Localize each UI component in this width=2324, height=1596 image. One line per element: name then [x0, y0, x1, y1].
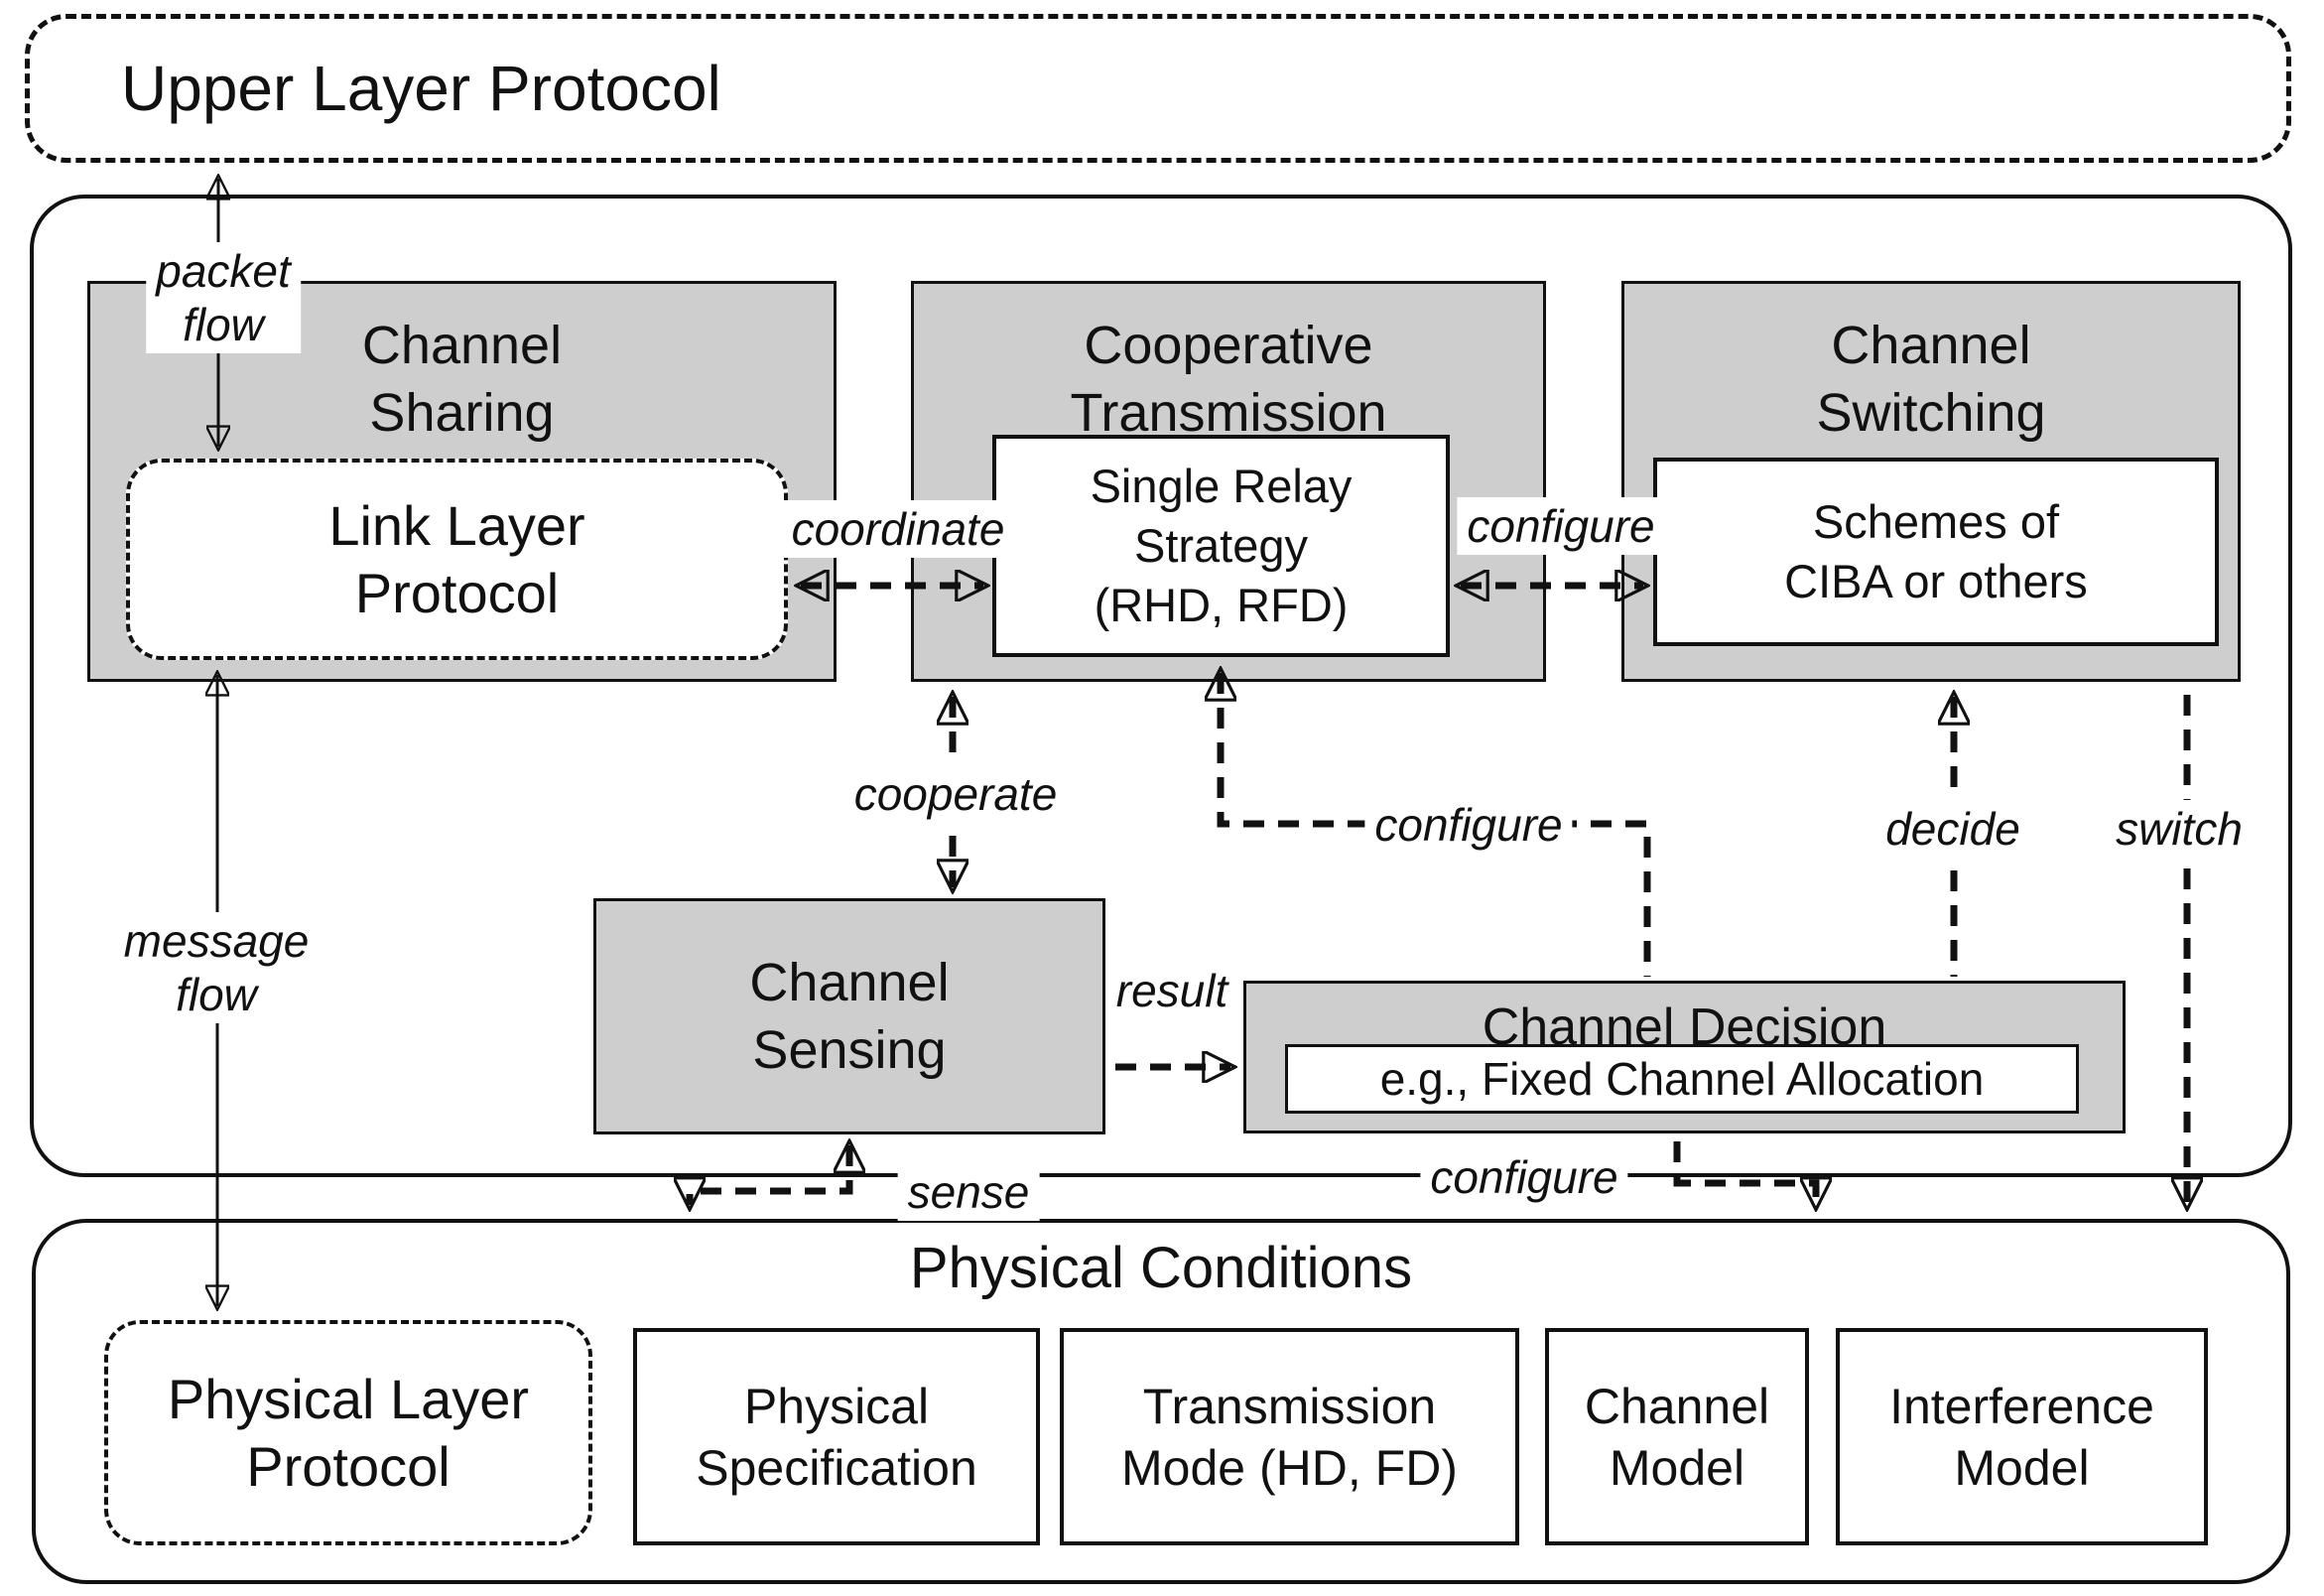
coordinate-label: coordinate	[781, 500, 1015, 558]
channel-sharing-title: Channel Sharing	[361, 316, 563, 443]
physical-conditions-title: Physical Conditions	[909, 1235, 1413, 1300]
channel-model-box: Channel Model	[1545, 1328, 1809, 1545]
single-relay-strategy-box: Single Relay Strategy (RHD, RFD)	[992, 435, 1450, 657]
configure-bottom-arrow	[1673, 1141, 1816, 1205]
channel-sensing-box: Channel Sensing	[593, 898, 1105, 1134]
sense-arrow	[690, 1145, 849, 1205]
schemes-of-ciba-box: Schemes of CIBA or others	[1653, 458, 2219, 646]
link-layer-protocol-box: Link Layer Protocol	[126, 459, 788, 660]
physical-layer-protocol-box: Physical Layer Protocol	[104, 1320, 592, 1545]
packet-flow-label: packet flow	[146, 242, 301, 353]
configure-bottom-label: configure	[1420, 1148, 1628, 1206]
upper-layer-protocol-box: Upper Layer Protocol	[25, 14, 2291, 163]
switch-label: switch	[2106, 800, 2253, 858]
cooperate-label: cooperate	[843, 765, 1068, 823]
channel-switching-title: Channel Switching	[1816, 316, 2046, 443]
physical-specification-box: Physical Specification	[633, 1328, 1040, 1545]
fixed-channel-allocation-box: e.g., Fixed Channel Allocation	[1285, 1044, 2079, 1114]
message-flow-label: message flow	[113, 912, 320, 1023]
result-label: result	[1105, 962, 1238, 1019]
transmission-mode-box: Transmission Mode (HD, FD)	[1060, 1328, 1519, 1545]
sense-label: sense	[897, 1163, 1040, 1221]
decide-label: decide	[1875, 800, 2030, 858]
upper-layer-protocol-label: Upper Layer Protocol	[121, 53, 721, 124]
interference-model-box: Interference Model	[1836, 1328, 2208, 1545]
cooperative-transmission-title: Cooperative Transmission	[1070, 316, 1387, 443]
configure-mid-label: configure	[1364, 796, 1573, 854]
configure-top-label: configure	[1457, 497, 1665, 555]
